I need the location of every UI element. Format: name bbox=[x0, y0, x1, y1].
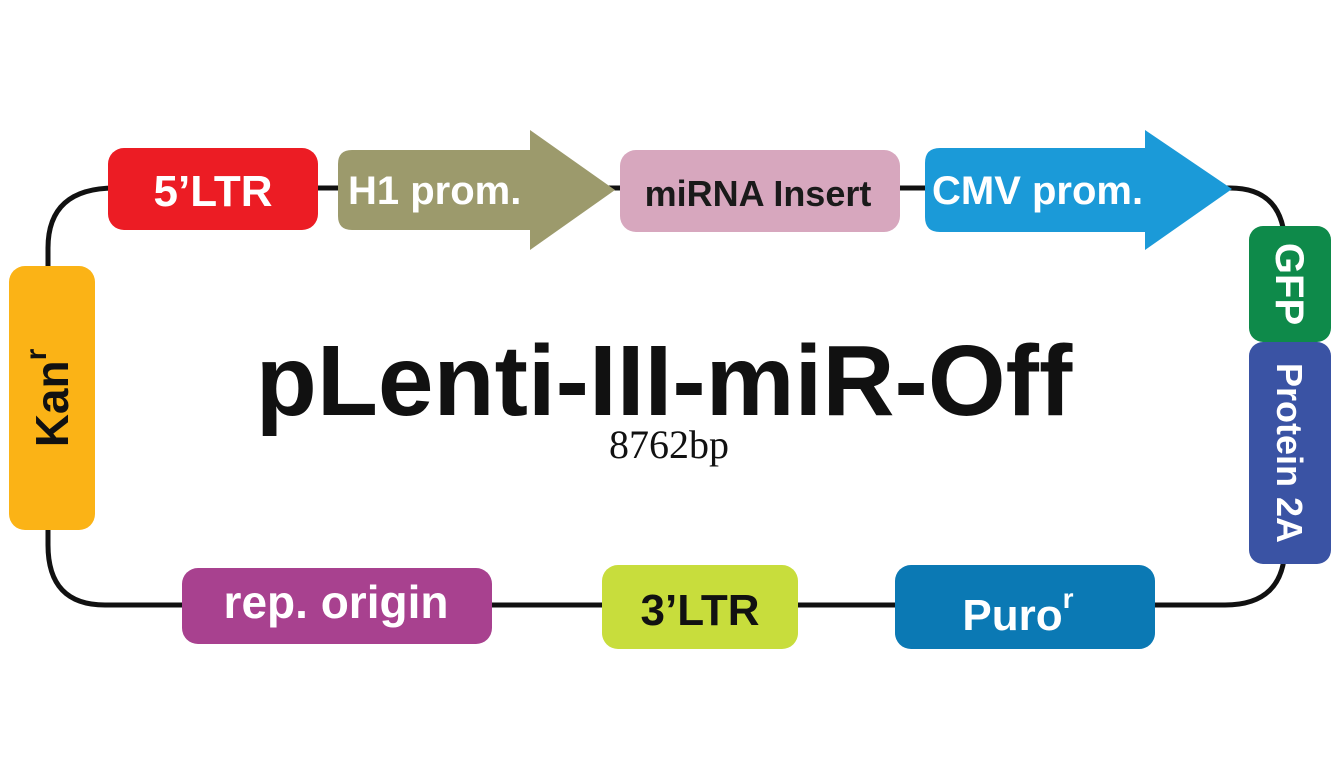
feature-kan-superscript: r bbox=[20, 348, 53, 360]
feature-puro-label: Puro bbox=[962, 591, 1062, 640]
feature-5-ltr-label: 5’LTR bbox=[154, 167, 273, 216]
feature-cmv-promoter-label: CMV prom. bbox=[932, 169, 1143, 213]
feature-cmv-promoter-arrow bbox=[925, 130, 1232, 250]
feature-cmv-promoter[interactable]: CMV prom. bbox=[925, 130, 1232, 250]
feature-rep-origin-label: rep. origin bbox=[224, 576, 449, 628]
feature-mirna-insert[interactable]: miRNA Insert bbox=[620, 150, 900, 232]
feature-protein-2a-box bbox=[1249, 342, 1331, 564]
feature-rep-origin-box bbox=[182, 568, 492, 644]
feature-kan-box bbox=[9, 266, 95, 530]
feature-h1-promoter[interactable]: H1 prom. bbox=[338, 130, 615, 250]
feature-gfp[interactable]: GFP bbox=[1249, 226, 1331, 342]
plasmid-size: 8762bp bbox=[609, 422, 729, 467]
feature-kan-label-text: Kanr bbox=[20, 348, 78, 447]
feature-protein-2a[interactable]: Protein 2A bbox=[1249, 342, 1331, 564]
feature-puro[interactable]: Puror bbox=[895, 565, 1155, 649]
feature-protein-2a-label: Protein 2A bbox=[1269, 363, 1310, 543]
feature-puro-superscript: r bbox=[1063, 583, 1074, 614]
feature-kan[interactable]: Kanr bbox=[9, 266, 95, 530]
feature-mirna-insert-label: miRNA Insert bbox=[645, 173, 872, 214]
feature-puro-label-text: Puror bbox=[962, 583, 1073, 640]
plasmid-name: pLenti-III-miR-Off bbox=[256, 325, 1073, 437]
plasmid-backbone bbox=[45, 185, 1288, 608]
feature-rep-origin[interactable]: rep. origin bbox=[182, 568, 492, 644]
feature-3-ltr-box bbox=[602, 565, 798, 649]
feature-puro-box bbox=[895, 565, 1155, 649]
feature-3-ltr[interactable]: 3’LTR bbox=[602, 565, 798, 649]
feature-gfp-label: GFP bbox=[1267, 243, 1311, 325]
feature-h1-promoter-label: H1 prom. bbox=[348, 169, 521, 213]
feature-mirna-insert-box bbox=[620, 150, 900, 232]
feature-5-ltr[interactable]: 5’LTR bbox=[108, 148, 318, 230]
feature-gfp-box bbox=[1249, 226, 1331, 342]
feature-h1-promoter-arrow bbox=[338, 130, 615, 250]
feature-5-ltr-box bbox=[108, 148, 318, 230]
feature-kan-label: Kan bbox=[26, 360, 78, 447]
feature-3-ltr-label: 3’LTR bbox=[641, 586, 760, 635]
